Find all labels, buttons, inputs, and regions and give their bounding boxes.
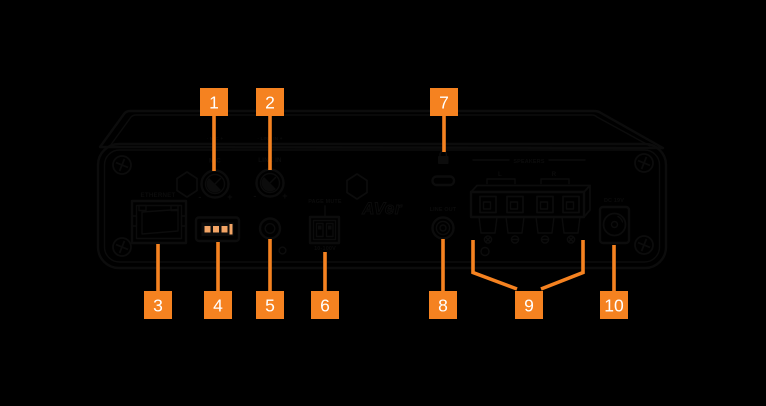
spring-clip xyxy=(505,216,525,234)
dc-jack-key xyxy=(617,215,624,223)
ethernet-tab xyxy=(180,215,187,227)
lock-slot xyxy=(431,175,456,187)
dc-power-label: DC 19V xyxy=(604,198,624,204)
line-in-plus: + xyxy=(282,191,287,201)
corner-screw-icon xyxy=(634,235,654,255)
mic-minus: - xyxy=(198,192,201,202)
device-body: - MIC + - LINE IN + xyxy=(96,109,668,270)
line-out-jack: LINE OUT xyxy=(430,207,457,240)
usb-contact xyxy=(204,226,211,233)
ethernet-detail xyxy=(170,204,179,212)
polarity-plus-icon xyxy=(483,235,493,244)
ethernet-label: ETHERNET xyxy=(141,192,176,199)
device-front-face-inner-line xyxy=(103,149,661,263)
callout-9-bracket xyxy=(471,240,585,291)
corner-screw-icon xyxy=(112,237,132,257)
callout-5-number: 5 xyxy=(265,296,275,316)
line-in-minus: - xyxy=(253,191,256,201)
hex-nut-icon xyxy=(346,173,368,200)
callout-9: 9 xyxy=(515,291,543,319)
callout-7: 7 xyxy=(430,88,458,116)
speakers-label: SPEAKERS xyxy=(513,159,544,165)
jack-hole xyxy=(264,222,276,234)
right-bracket xyxy=(540,178,570,185)
lock-icon-body xyxy=(438,156,449,164)
callout-3: 3 xyxy=(144,291,172,319)
audio-jack xyxy=(258,217,287,255)
terminal-hole xyxy=(535,195,555,234)
callout-8-number: 8 xyxy=(438,296,448,316)
page-mute-terminal: PAGE MUTE 10-100V xyxy=(308,199,342,252)
usb-port xyxy=(194,216,241,243)
callout-9-number: 9 xyxy=(524,296,534,316)
callout-7-number: 7 xyxy=(439,93,449,113)
ethernet-port: ETHERNET xyxy=(130,192,188,245)
aver-logo: AVer xyxy=(361,199,403,218)
callout-10: 10 xyxy=(600,291,628,319)
jack-ring xyxy=(258,217,282,240)
callout-5: 5 xyxy=(256,291,284,319)
callout-3-number: 3 xyxy=(153,296,163,316)
page-mute-block xyxy=(308,215,341,245)
polarity-minus-icon xyxy=(540,235,550,244)
terminal-hole xyxy=(505,195,525,234)
usb-outer xyxy=(194,216,241,243)
mic-plus: + xyxy=(227,192,232,202)
terminal-hole xyxy=(561,195,581,234)
ethernet-tab xyxy=(131,215,138,227)
line-in-knob-indicator xyxy=(261,177,276,192)
speaker-right-label: R xyxy=(552,171,557,178)
callout-4: 4 xyxy=(204,291,232,319)
callout-6: 6 xyxy=(311,291,339,319)
callout-10-number: 10 xyxy=(604,296,624,316)
polarity-minus-icon xyxy=(510,235,520,244)
terminal-block-front xyxy=(469,190,586,219)
callout-lines xyxy=(156,115,616,292)
callout-4-number: 4 xyxy=(213,296,223,316)
callout-1: 1 xyxy=(200,88,228,116)
device-top-face-inner-line xyxy=(109,114,651,147)
line-out-label: LINE OUT xyxy=(430,207,457,213)
device-front-face xyxy=(96,142,668,270)
speaker-terminals: SPEAKERS L R xyxy=(469,159,591,257)
callout-8: 8 xyxy=(429,291,457,319)
dc-power-jack: DC 19V xyxy=(598,198,631,245)
ethernet-detail xyxy=(138,204,147,212)
mic-knob: MIC - + xyxy=(198,158,232,203)
spring-clip xyxy=(478,216,498,234)
polarity-plus-icon xyxy=(566,235,576,244)
callout-1-number: 1 xyxy=(209,93,219,113)
mount-hole xyxy=(480,246,490,257)
usb-contact xyxy=(221,226,228,233)
corner-screw-icon xyxy=(634,153,654,173)
spring-clip xyxy=(535,216,555,234)
usb-contact xyxy=(213,226,219,233)
usb-contact xyxy=(229,224,233,235)
callout-2: 2 xyxy=(256,88,284,116)
callout-2-number: 2 xyxy=(265,93,275,113)
corner-screw-icon xyxy=(112,155,132,175)
hex-nut-icon xyxy=(176,171,198,198)
led-hole xyxy=(278,246,287,255)
device-top-face xyxy=(98,109,665,150)
speaker-left-label: L xyxy=(498,171,502,178)
page-mute-label: PAGE MUTE xyxy=(308,199,342,205)
mic-knob-indicator xyxy=(206,178,221,193)
terminal-hole xyxy=(478,195,498,234)
voltage-label: 10-100V xyxy=(314,246,336,252)
callout-6-number: 6 xyxy=(320,296,330,316)
left-bracket xyxy=(486,178,516,185)
kensington-lock xyxy=(431,150,456,187)
dc-jack-housing xyxy=(598,205,631,245)
ethernet-pins xyxy=(141,208,179,235)
spring-clip xyxy=(561,216,581,234)
